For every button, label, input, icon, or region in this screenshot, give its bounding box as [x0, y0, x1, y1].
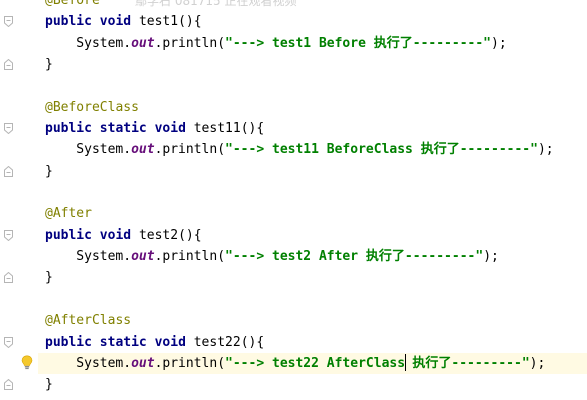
annotation-after: @After — [45, 206, 92, 222]
punctuation: ); — [491, 35, 507, 51]
fold-collapse-icon[interactable] — [4, 16, 13, 28]
keyword-void: void — [99, 227, 132, 243]
class-name-system: System — [76, 355, 124, 371]
static-field-out: out — [131, 355, 155, 371]
punctuation: . — [123, 355, 132, 371]
method-call-println: .println( — [154, 249, 226, 265]
keyword-void: void — [154, 121, 186, 137]
method-call-println: .println( — [154, 355, 226, 371]
method-name: test11 — [193, 121, 241, 137]
static-field-out: out — [131, 35, 155, 51]
class-name-system: System — [76, 142, 124, 158]
fold-end-icon[interactable] — [4, 379, 13, 391]
closing-brace: } — [45, 270, 53, 286]
annotation-before: @Before — [45, 0, 100, 8]
fold-end-icon[interactable] — [4, 272, 13, 284]
keyword-public: public — [45, 14, 92, 30]
keyword-void: void — [99, 14, 132, 30]
punctuation: ); — [529, 355, 546, 371]
punctuation: . — [123, 35, 132, 51]
code-line[interactable]: public void test2(){ — [0, 225, 587, 246]
class-name-system: System — [76, 249, 124, 265]
string-literal: 执行了---------" — [404, 355, 530, 371]
code-line[interactable]: @After — [0, 203, 587, 224]
string-literal: "---> test11 BeforeClass 执行了---------" — [225, 142, 538, 158]
keyword-static: static — [99, 121, 147, 137]
fold-collapse-icon[interactable] — [4, 336, 13, 348]
punctuation: (){ — [178, 227, 202, 243]
code-line-current[interactable]: System.out.println("---> test22 AfterCla… — [0, 352, 587, 375]
fold-end-icon[interactable] — [4, 58, 13, 71]
keyword-static: static — [99, 334, 147, 350]
punctuation: (){ — [178, 14, 202, 30]
static-field-out: out — [131, 249, 155, 265]
punctuation: ); — [537, 142, 554, 158]
code-line[interactable]: @Before — [0, 0, 587, 11]
code-line-empty[interactable] — [0, 289, 587, 310]
code-line[interactable]: } — [0, 161, 587, 182]
code-line-empty[interactable] — [0, 182, 587, 203]
annotation-after-class: @AfterClass — [45, 313, 132, 329]
code-line[interactable]: System.out.println("---> test11 BeforeCl… — [0, 139, 587, 160]
string-literal: "---> test2 After 执行了---------" — [225, 249, 484, 265]
keyword-public: public — [45, 227, 92, 243]
method-name: test1 — [138, 14, 179, 30]
method-name: test22 — [193, 334, 241, 350]
method-call-println: .println( — [154, 35, 226, 51]
string-literal: "---> test22 AfterClass — [225, 355, 406, 371]
code-line[interactable]: } — [0, 267, 587, 288]
lightbulb-icon[interactable] — [21, 355, 33, 370]
class-name-system: System — [76, 35, 124, 51]
code-line[interactable]: @BeforeClass — [0, 97, 587, 118]
keyword-public: public — [45, 121, 92, 137]
punctuation: (){ — [240, 121, 265, 137]
method-call-println: .println( — [154, 142, 226, 158]
method-name: test2 — [138, 227, 179, 243]
punctuation: (){ — [240, 334, 265, 350]
code-line[interactable]: } — [0, 54, 587, 75]
keyword-void: void — [154, 334, 186, 350]
code-line[interactable]: @AfterClass — [0, 310, 587, 331]
fold-end-icon[interactable] — [4, 165, 13, 177]
keyword-public: public — [45, 334, 92, 350]
punctuation: . — [123, 249, 132, 265]
code-line[interactable]: public static void test11(){ — [0, 118, 587, 139]
fold-collapse-icon[interactable] — [4, 123, 13, 135]
closing-brace: } — [45, 377, 53, 393]
punctuation: . — [123, 142, 132, 158]
static-field-out: out — [131, 142, 155, 158]
code-line[interactable]: System.out.println("---> test2 After 执行了… — [0, 246, 587, 267]
fold-collapse-icon[interactable] — [4, 229, 13, 241]
closing-brace: } — [45, 57, 53, 73]
code-line[interactable]: public void test1(){ — [0, 11, 587, 32]
watermark-text: 鄢学石 081715 正在观看视频 — [135, 0, 297, 8]
text-caret — [405, 353, 407, 371]
string-literal: "---> test1 Before 执行了---------" — [225, 35, 492, 51]
code-line-empty[interactable] — [0, 75, 587, 96]
code-line[interactable]: public static void test22(){ — [0, 332, 587, 353]
closing-brace: } — [45, 163, 53, 179]
punctuation: ); — [483, 249, 499, 265]
code-line[interactable]: System.out.println("---> test1 Before 执行… — [0, 33, 587, 54]
code-line[interactable]: } — [0, 374, 587, 395]
annotation-before-class: @BeforeClass — [45, 99, 139, 115]
